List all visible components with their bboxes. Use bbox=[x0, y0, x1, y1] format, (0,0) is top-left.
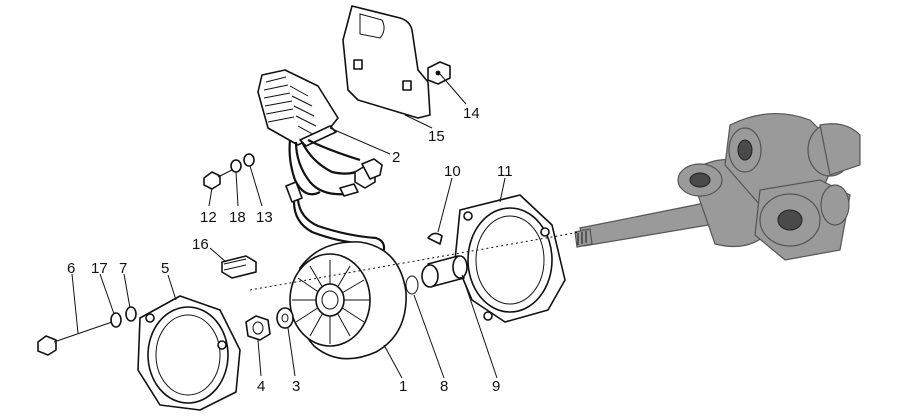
callout-5: 5 bbox=[161, 260, 169, 277]
rubber-block-drawing bbox=[221, 255, 257, 279]
spacer-bush-drawing bbox=[421, 255, 468, 288]
callout-15: 15 bbox=[428, 128, 445, 145]
callout-17: 17 bbox=[91, 260, 108, 277]
snap-ring-drawing bbox=[405, 275, 419, 295]
callout-1: 1 bbox=[399, 378, 407, 395]
washer-3-drawing bbox=[276, 307, 294, 329]
callout-12: 12 bbox=[200, 209, 217, 226]
callout-8: 8 bbox=[440, 378, 448, 395]
regulator-wires bbox=[285, 139, 386, 267]
voltage-regulator-drawing bbox=[257, 69, 339, 147]
callout-10: 10 bbox=[444, 163, 461, 180]
woodruff-key-drawing bbox=[427, 232, 443, 245]
bracket-plate-drawing bbox=[342, 5, 431, 119]
callout-16: 16 bbox=[192, 236, 209, 253]
leader-lines bbox=[71, 73, 506, 379]
callout-7: 7 bbox=[119, 260, 127, 277]
rotor-housing-drawing bbox=[454, 194, 566, 323]
long-screw-drawing bbox=[37, 321, 113, 356]
callout-6: 6 bbox=[67, 260, 75, 277]
callout-11: 11 bbox=[497, 163, 513, 180]
callout-13: 13 bbox=[256, 209, 273, 226]
callout-3: 3 bbox=[292, 378, 300, 395]
regulator-screw-set bbox=[203, 153, 255, 190]
stator-drawing bbox=[289, 241, 407, 360]
callout-9: 9 bbox=[492, 378, 500, 395]
callout-4: 4 bbox=[257, 378, 265, 395]
washer-7-drawing bbox=[125, 306, 137, 322]
callout-2: 2 bbox=[392, 149, 400, 166]
callout-14: 14 bbox=[463, 105, 480, 122]
washer-3-hole bbox=[281, 313, 289, 323]
washer-17-drawing bbox=[110, 312, 122, 328]
front-cover-drawing bbox=[137, 295, 241, 411]
clip-nut-drawing bbox=[427, 61, 451, 85]
crankshaft-drawing bbox=[574, 113, 861, 261]
callout-18: 18 bbox=[229, 209, 246, 226]
assembly-axis bbox=[249, 231, 581, 291]
nut-drawing bbox=[245, 315, 271, 341]
